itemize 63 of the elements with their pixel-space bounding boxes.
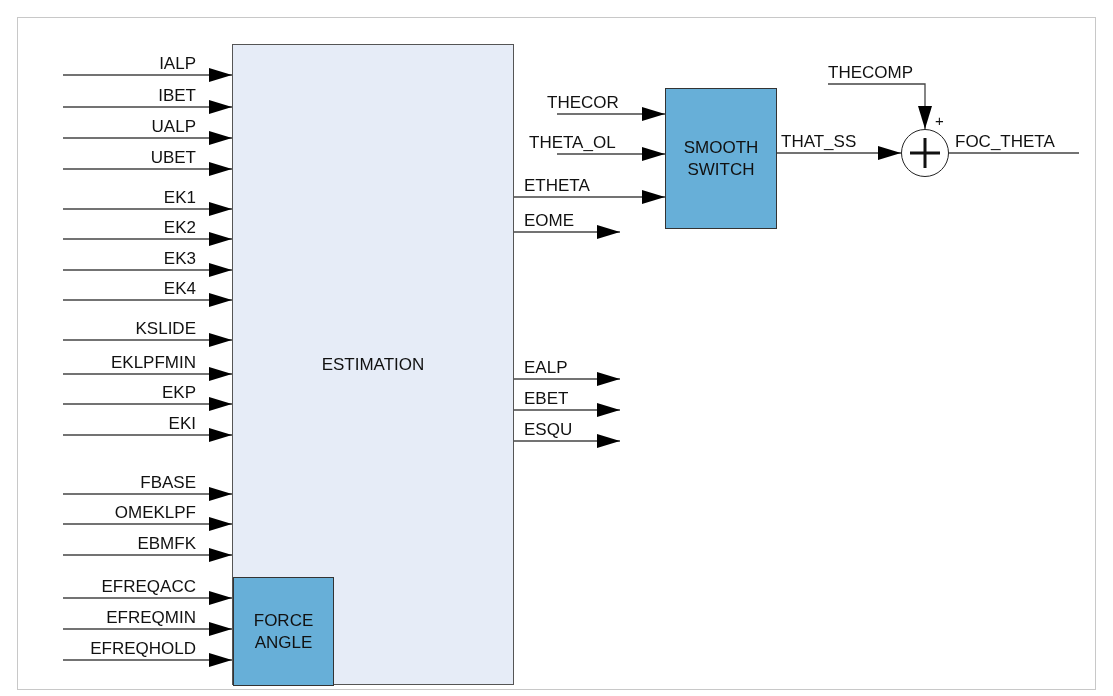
signal-label: UALP — [151, 118, 196, 135]
signal-arrow — [62, 622, 233, 636]
block-label: SMOOTH SWITCH — [682, 137, 760, 180]
signal-arrow — [62, 591, 233, 605]
signal-arrow — [556, 147, 666, 161]
signal-label: EFREQMIN — [106, 609, 196, 626]
signal-arrow — [62, 548, 233, 562]
signal-arrow — [827, 83, 932, 130]
signal-arrow — [776, 146, 902, 160]
signal-label: EKI — [168, 415, 196, 432]
signal-label: EBET — [524, 390, 569, 407]
signal-arrow — [62, 487, 233, 501]
signal-arrow — [513, 434, 621, 448]
signal-label: FBASE — [140, 474, 196, 491]
signal-label: THECOR — [547, 94, 619, 111]
signal-label: EK3 — [163, 250, 196, 267]
signal-arrow — [62, 100, 233, 114]
block-label: ESTIMATION — [321, 353, 425, 376]
signal-label: EBMFK — [137, 535, 196, 552]
signal-arrow — [62, 428, 233, 442]
signal-label: FOC_THETA — [955, 133, 1055, 150]
signal-label: IALP — [159, 55, 196, 72]
signal-arrow — [62, 68, 233, 82]
function-block — [665, 88, 777, 229]
function-block — [233, 577, 334, 686]
signal-arrow — [62, 517, 233, 531]
signal-label: EFREQACC — [101, 578, 196, 595]
signal-label: KSLIDE — [135, 320, 196, 337]
signal-label: EALP — [524, 359, 568, 376]
signal-label: EK1 — [163, 189, 196, 206]
signal-label: EFREQHOLD — [90, 640, 196, 657]
signal-arrow — [62, 293, 233, 307]
sign-label: + — [935, 113, 944, 128]
signal-arrow — [513, 190, 666, 204]
signal-arrow — [62, 232, 233, 246]
signal-arrow — [62, 367, 233, 381]
signal-label: IBET — [158, 87, 196, 104]
signal-label: EOME — [524, 212, 575, 229]
signal-arrow — [62, 333, 233, 347]
signal-arrow — [62, 397, 233, 411]
signal-arrow — [556, 107, 666, 121]
signal-arrow — [62, 162, 233, 176]
signal-label: ETHETA — [524, 177, 590, 194]
signal-label: EK4 — [163, 280, 196, 297]
signal-arrow — [62, 131, 233, 145]
signal-label: THETA_OL — [529, 134, 616, 151]
signal-label: THAT_SS — [781, 133, 857, 150]
signal-label: THECOMP — [828, 64, 913, 81]
signal-arrow — [513, 225, 621, 239]
signal-arrow — [62, 263, 233, 277]
block-label: FORCE ANGLE — [252, 610, 315, 653]
signal-label: UBET — [150, 149, 196, 166]
signal-arrow — [513, 403, 621, 417]
signal-label: EKLPFMIN — [110, 354, 196, 371]
signal-label: OMEKLPF — [114, 504, 196, 521]
signal-arrow — [62, 202, 233, 216]
signal-label: EK2 — [163, 219, 196, 236]
signal-label: EKP — [161, 384, 196, 401]
signal-arrow — [62, 653, 233, 667]
signal-arrow — [513, 372, 621, 386]
estimation-block — [232, 44, 514, 685]
signal-label: ESQU — [524, 421, 573, 438]
summing-junction — [901, 129, 949, 177]
